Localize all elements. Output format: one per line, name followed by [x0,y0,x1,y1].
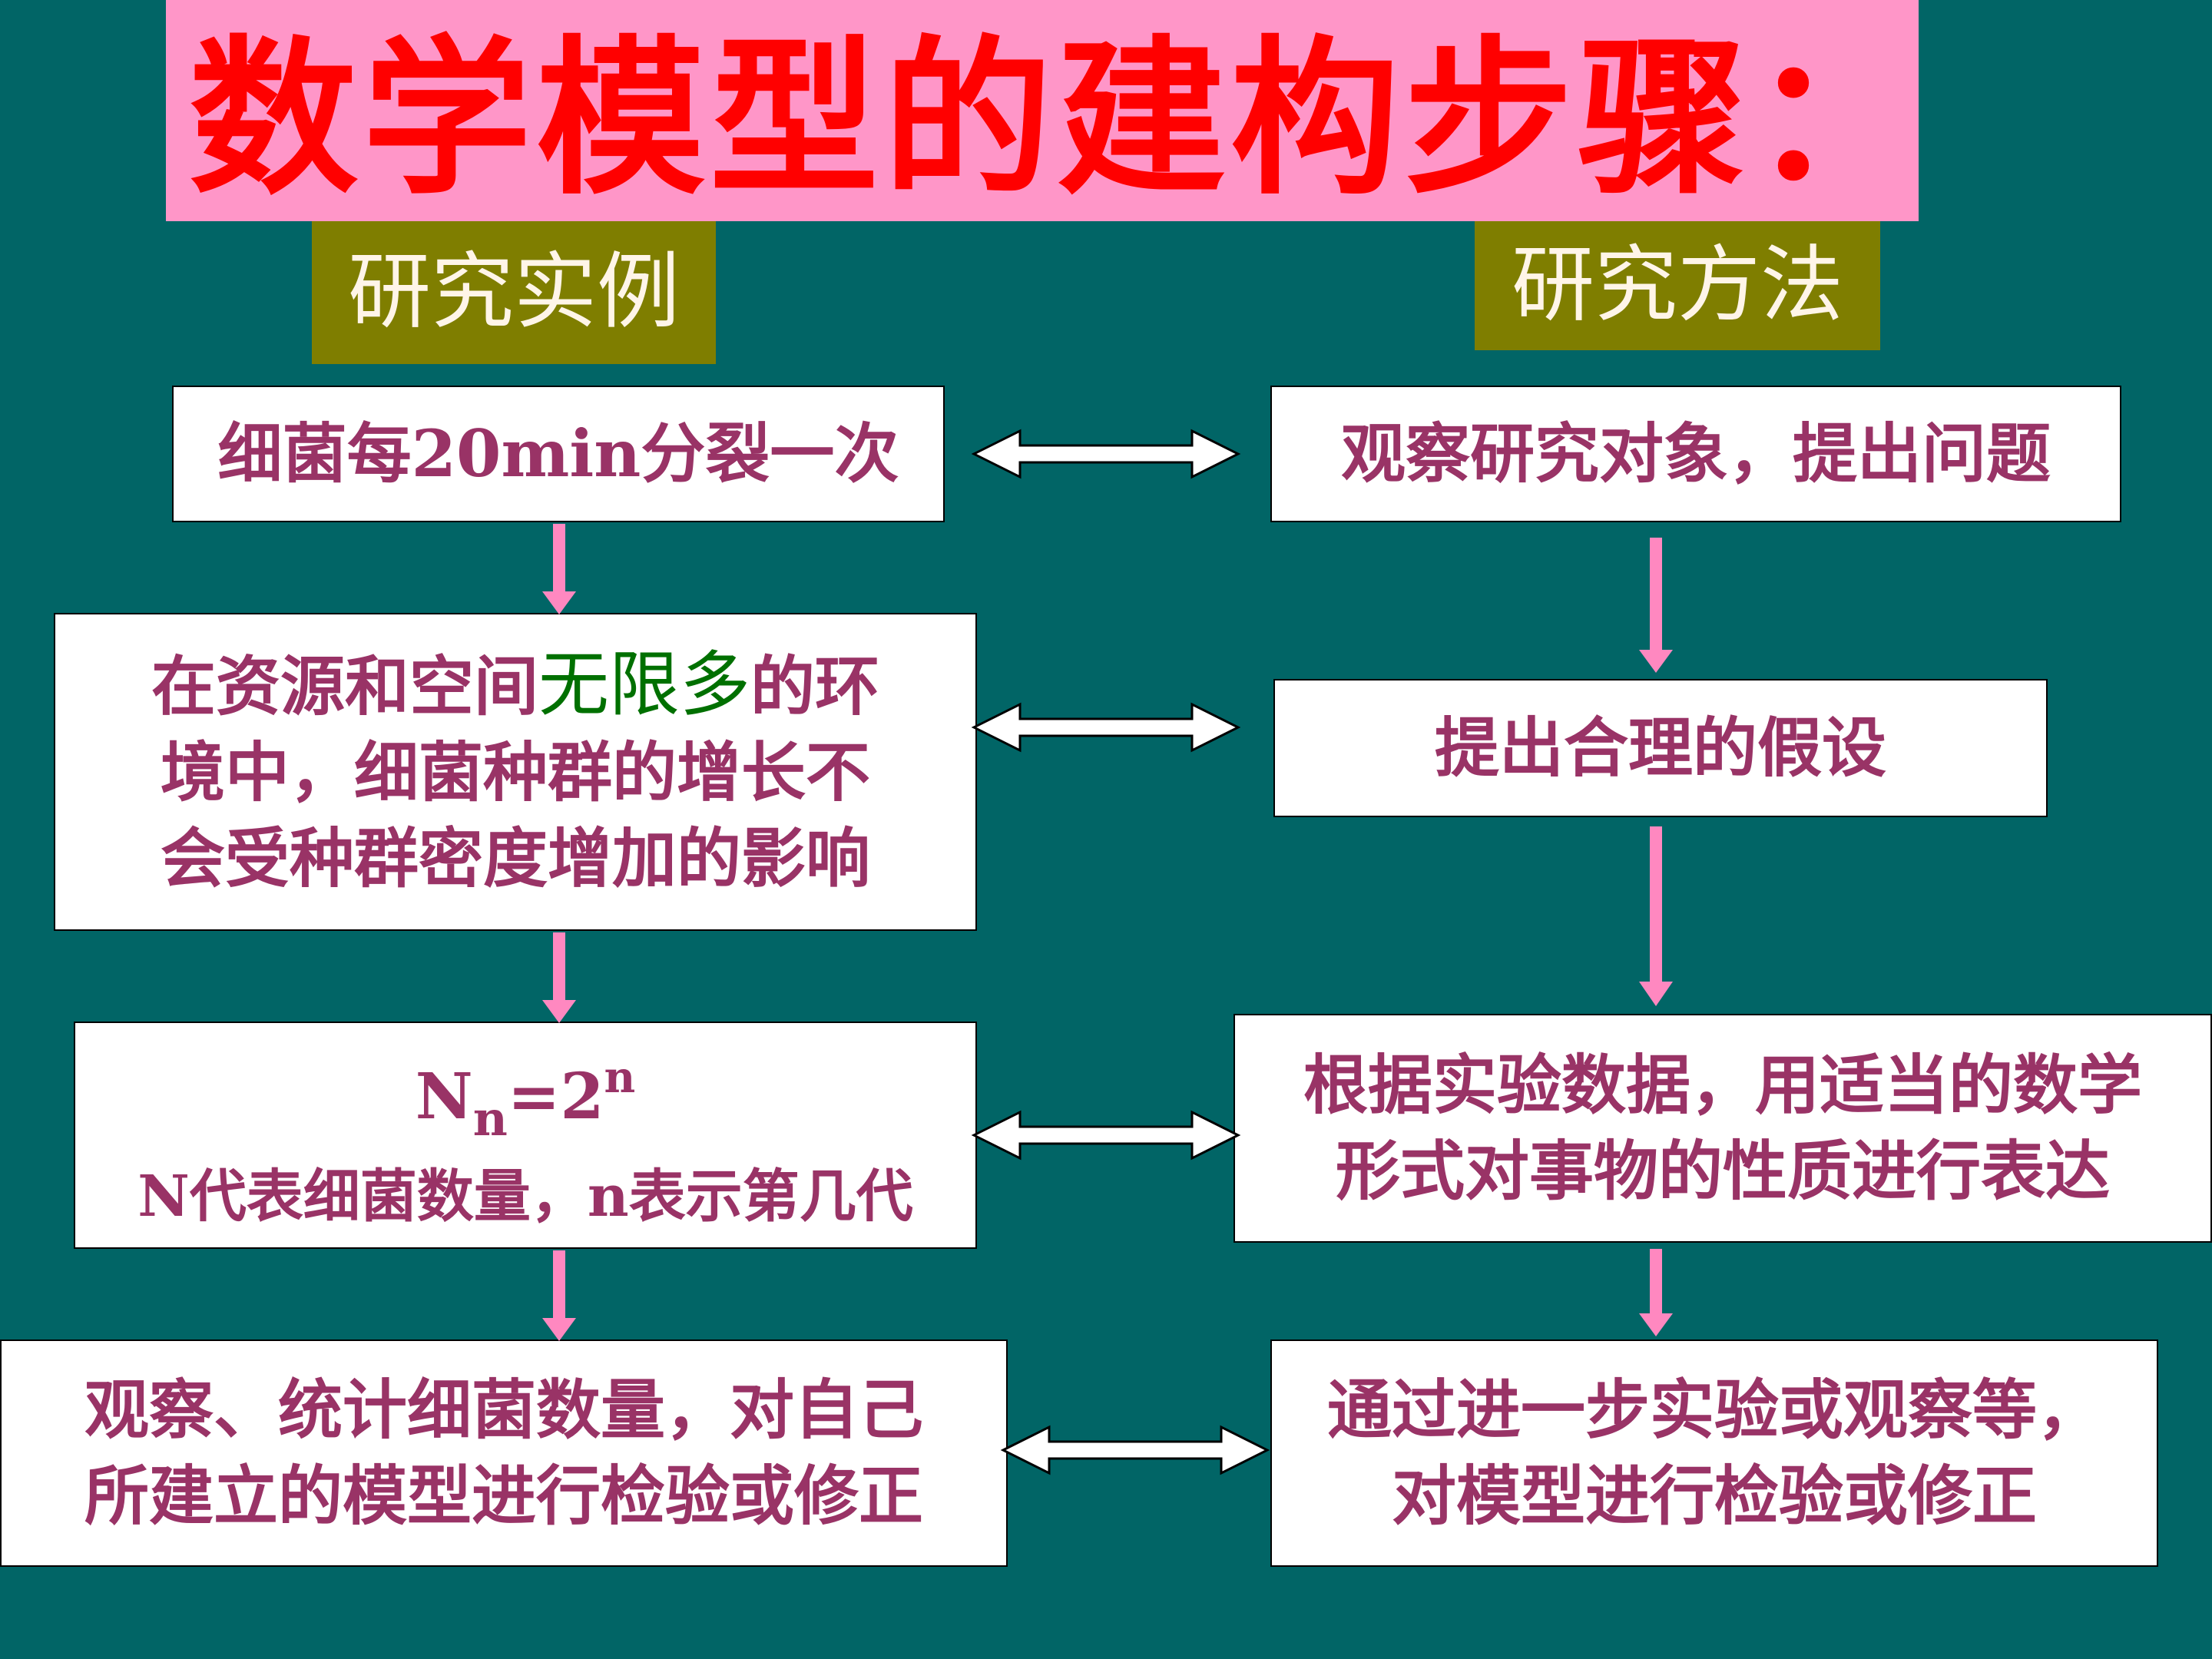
left-step-2-line-1-post: 的环 [750,648,880,724]
header-research-method: 研究方法 [1475,221,1880,350]
left-step-2-line-3: 会受种群密度增加的影响 [160,820,870,896]
right-step-3-line-1: 根据实验数据，用适当的数学 [1303,1047,2142,1123]
right-step-2-box: 提出合理的假设 [1273,679,2048,817]
left-step-2-line-1-pre: 在资源和空间 [151,648,538,724]
left-step-4-line-1: 观察、统计细菌数量，对自己 [84,1372,923,1448]
double-arrow-row-2 [971,702,1241,753]
right-step-4-line-1: 通过进一步实验或观察等， [1326,1372,2101,1448]
page-title: 数学模型的建构步骤： [189,21,1926,217]
right-step-3-line-2: 形式对事物的性质进行表达 [1335,1133,2110,1209]
down-arrow-right-1 [1639,538,1673,673]
left-step-4-line-2: 所建立的模型进行检验或修正 [84,1458,923,1534]
right-step-1-text: 观察研究对象，提出问题 [1340,416,2051,492]
formula-subscript: n [472,1091,508,1147]
pink-down-arrows [542,524,1673,1341]
left-step-3-formula: Nn=2n [416,1037,636,1160]
double-arrows [971,429,1270,1475]
left-step-3-line-2: N代表细菌数量，n表示第几代 [137,1164,913,1230]
left-step-1-box: 细菌每20min分裂一次 [172,386,945,522]
left-step-3-box: Nn=2n N代表细菌数量，n表示第几代 [74,1022,977,1249]
right-step-1-box: 观察研究对象，提出问题 [1270,386,2121,522]
left-step-2-box: 在资源和空间无限多的环 境中，细菌种群的增长不 会受种群密度增加的影响 [54,613,977,931]
right-step-4-line-2: 对模型进行检验或修正 [1391,1458,2037,1534]
left-step-2-highlight: 无限多 [538,644,750,726]
double-arrow-row-3 [971,1110,1241,1161]
formula-superscript: n [604,1052,636,1103]
left-step-4-box: 观察、统计细菌数量，对自己 所建立的模型进行检验或修正 [0,1339,1008,1567]
left-step-1-text: 细菌每20min分裂一次 [217,416,899,492]
down-arrow-right-2 [1639,826,1673,1006]
down-arrow-right-3 [1639,1249,1673,1336]
left-step-2-line-2: 境中，细菌种群的增长不 [160,734,870,810]
down-arrow-left-1 [542,524,576,614]
formula-equals: =2 [507,1060,604,1134]
down-arrow-left-3 [542,1250,576,1341]
left-step-2-line-1: 在资源和空间无限多的环 [151,642,879,730]
double-arrow-row-4 [1000,1425,1270,1475]
right-step-2-text: 提出合理的假设 [1434,710,1886,786]
double-arrow-row-1 [971,429,1241,479]
formula-base: N [415,1060,473,1134]
right-step-3-box: 根据实验数据，用适当的数学 形式对事物的性质进行表达 [1233,1014,2212,1243]
header-research-example: 研究实例 [312,221,716,364]
down-arrow-left-2 [542,932,576,1023]
title-banner [166,0,1919,221]
right-step-4-box: 通过进一步实验或观察等， 对模型进行检验或修正 [1270,1339,2158,1567]
